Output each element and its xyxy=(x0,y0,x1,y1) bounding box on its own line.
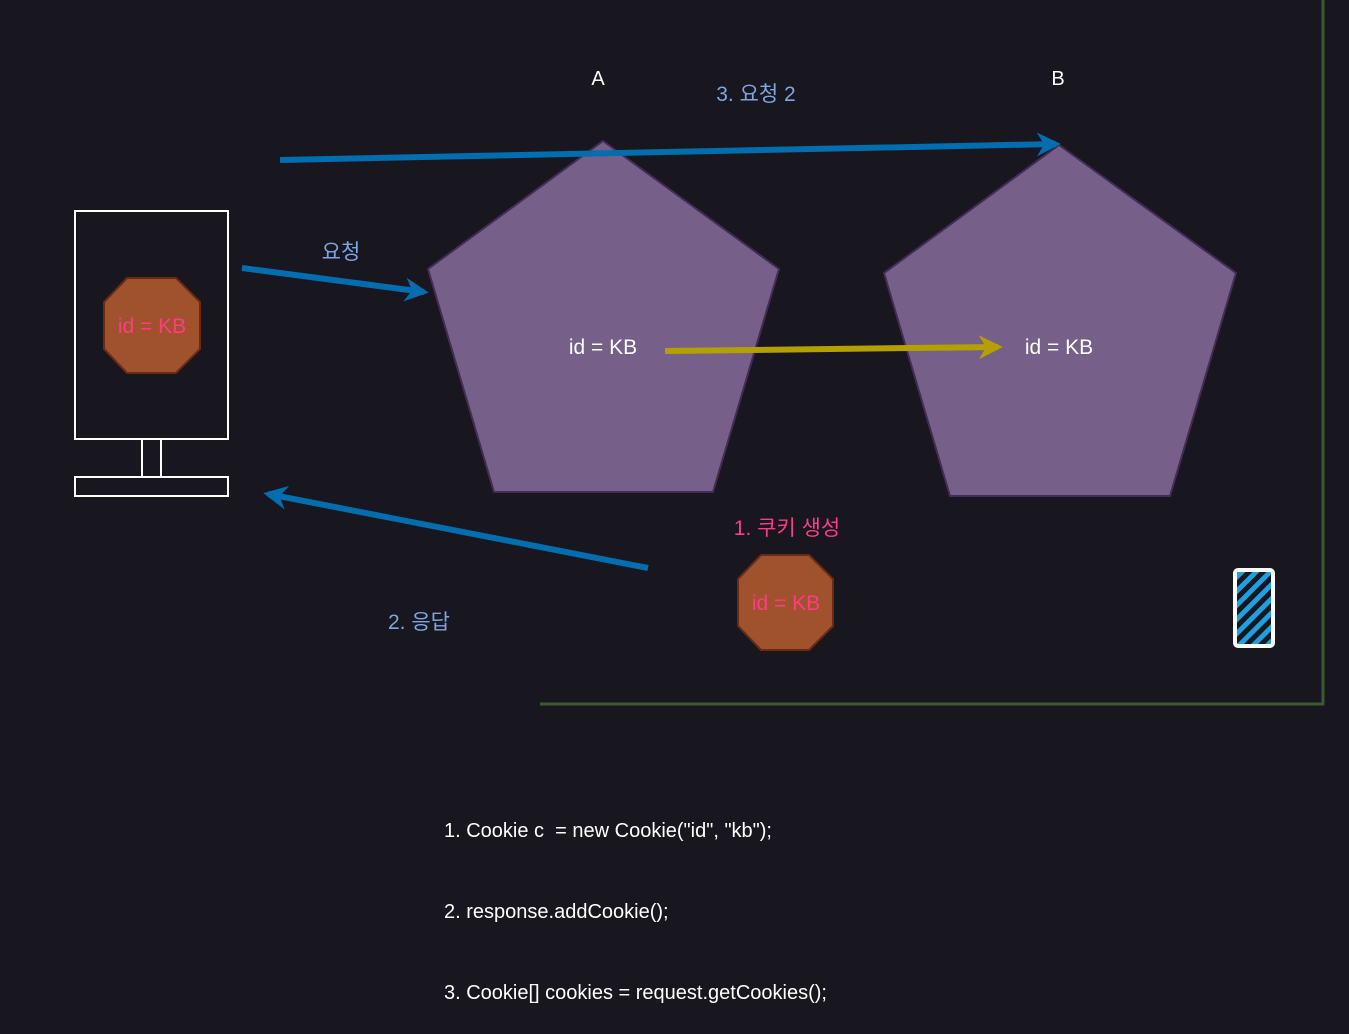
server-b-label: B xyxy=(1051,68,1064,90)
server-a-pentagon xyxy=(426,139,781,493)
server-a-label: A xyxy=(591,68,605,90)
code-line: 1. Cookie c = new Cookie("id", "kb"); xyxy=(444,820,772,842)
new-cookie-octagon xyxy=(737,554,834,651)
client-cookie-octagon xyxy=(103,277,201,374)
diagram-canvas: id = KB A id = KB B id = KB 3. 요청 2 요청 2… xyxy=(74,0,1325,706)
server-b-pentagon xyxy=(882,143,1238,497)
request-arrow xyxy=(241,265,429,302)
request-label: 요청 xyxy=(322,241,361,264)
code-line: 2. response.addCookie(); xyxy=(444,901,669,923)
client-monitor-icon xyxy=(74,210,229,497)
cookie-share-arrow xyxy=(664,335,1003,360)
response-label: 2. 응답 xyxy=(388,611,450,634)
new-cookie-label: id = KB xyxy=(752,592,820,615)
hatched-rectangle-icon xyxy=(1233,568,1275,648)
create-cookie-label: 1. 쿠키 생성 xyxy=(734,517,840,540)
code-snippet: 1. Cookie c = new Cookie("id", "kb"); 2.… xyxy=(444,764,827,1034)
server-a-cookie-label: id = KB xyxy=(569,336,637,359)
response-arrow xyxy=(263,485,649,571)
server-b-cookie-label: id = KB xyxy=(1025,336,1093,359)
request2-label: 3. 요청 2 xyxy=(716,83,796,106)
request2-arrow xyxy=(279,132,1061,163)
client-cookie-label: id = KB xyxy=(118,315,186,338)
code-line: 3. Cookie[] cookies = request.getCookies… xyxy=(444,982,827,1004)
